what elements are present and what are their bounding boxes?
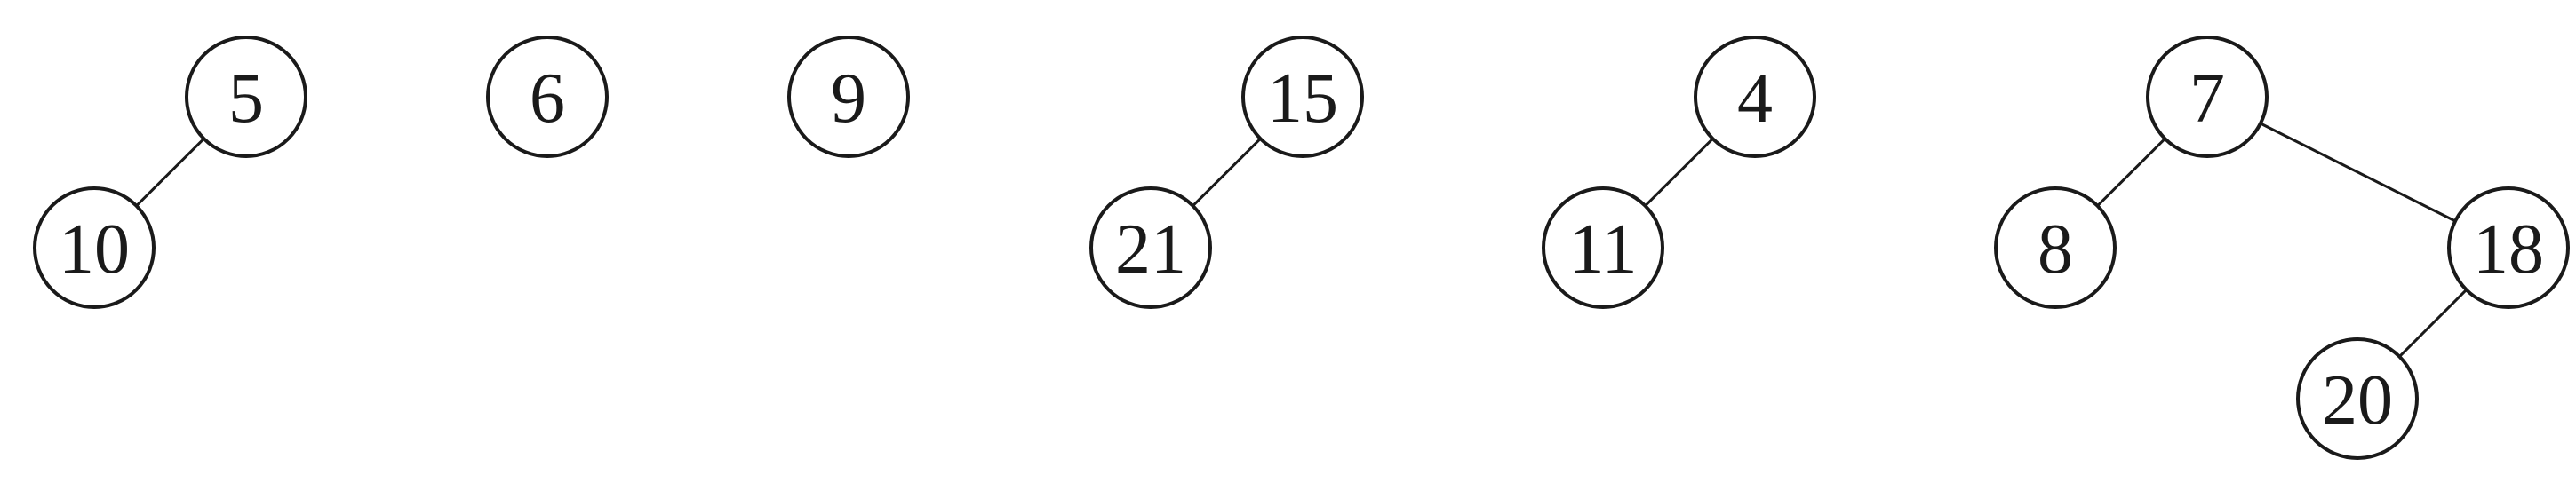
tree-node: 7 (2146, 36, 2269, 158)
tree-node: 4 (1694, 36, 1816, 158)
tree-edge (135, 138, 205, 207)
node-circle (1542, 186, 1664, 309)
tree-node: 18 (2447, 186, 2570, 309)
node-label: 10 (59, 210, 130, 289)
node-label: 4 (1737, 59, 1773, 138)
tree-node: 15 (1241, 36, 1364, 158)
node-label: 11 (1568, 210, 1637, 289)
node-circle (486, 36, 609, 158)
node-circle (1694, 36, 1816, 158)
node-circle (787, 36, 910, 158)
tree-node: 11 (1542, 186, 1664, 309)
node-circle (2447, 186, 2570, 309)
node-label: 7 (2189, 59, 2225, 138)
tree-node: 10 (33, 186, 156, 309)
tree-node: 6 (486, 36, 609, 158)
node-label: 8 (2038, 210, 2073, 289)
node-label: 18 (2473, 210, 2544, 289)
node-label: 9 (831, 59, 866, 138)
tree-edge (1644, 138, 1714, 207)
node-label: 15 (1267, 59, 1338, 138)
tree-node: 20 (2296, 337, 2419, 460)
tree-edge (2260, 122, 2456, 223)
tree-edge (1192, 138, 1262, 207)
tree-node: 9 (787, 36, 910, 158)
node-label: 6 (530, 59, 565, 138)
tree-node: 8 (1994, 186, 2117, 309)
node-circle (2146, 36, 2269, 158)
node-label: 20 (2322, 361, 2393, 439)
tree-edge (2096, 138, 2166, 207)
nodes-layer: 5 10 6 9 15 21 4 11 7 8 18 20 (33, 36, 2570, 460)
node-circle (1994, 186, 2117, 309)
node-circle (2296, 337, 2419, 460)
node-label: 5 (228, 59, 264, 138)
node-label: 21 (1115, 210, 1186, 289)
node-circle (1089, 186, 1212, 309)
node-circle (1241, 36, 1364, 158)
node-circle (33, 186, 156, 309)
node-circle (185, 36, 307, 158)
tree-edge (2398, 289, 2468, 358)
edges-layer (135, 122, 2468, 358)
tree-node: 21 (1089, 186, 1212, 309)
tree-node: 5 (185, 36, 307, 158)
